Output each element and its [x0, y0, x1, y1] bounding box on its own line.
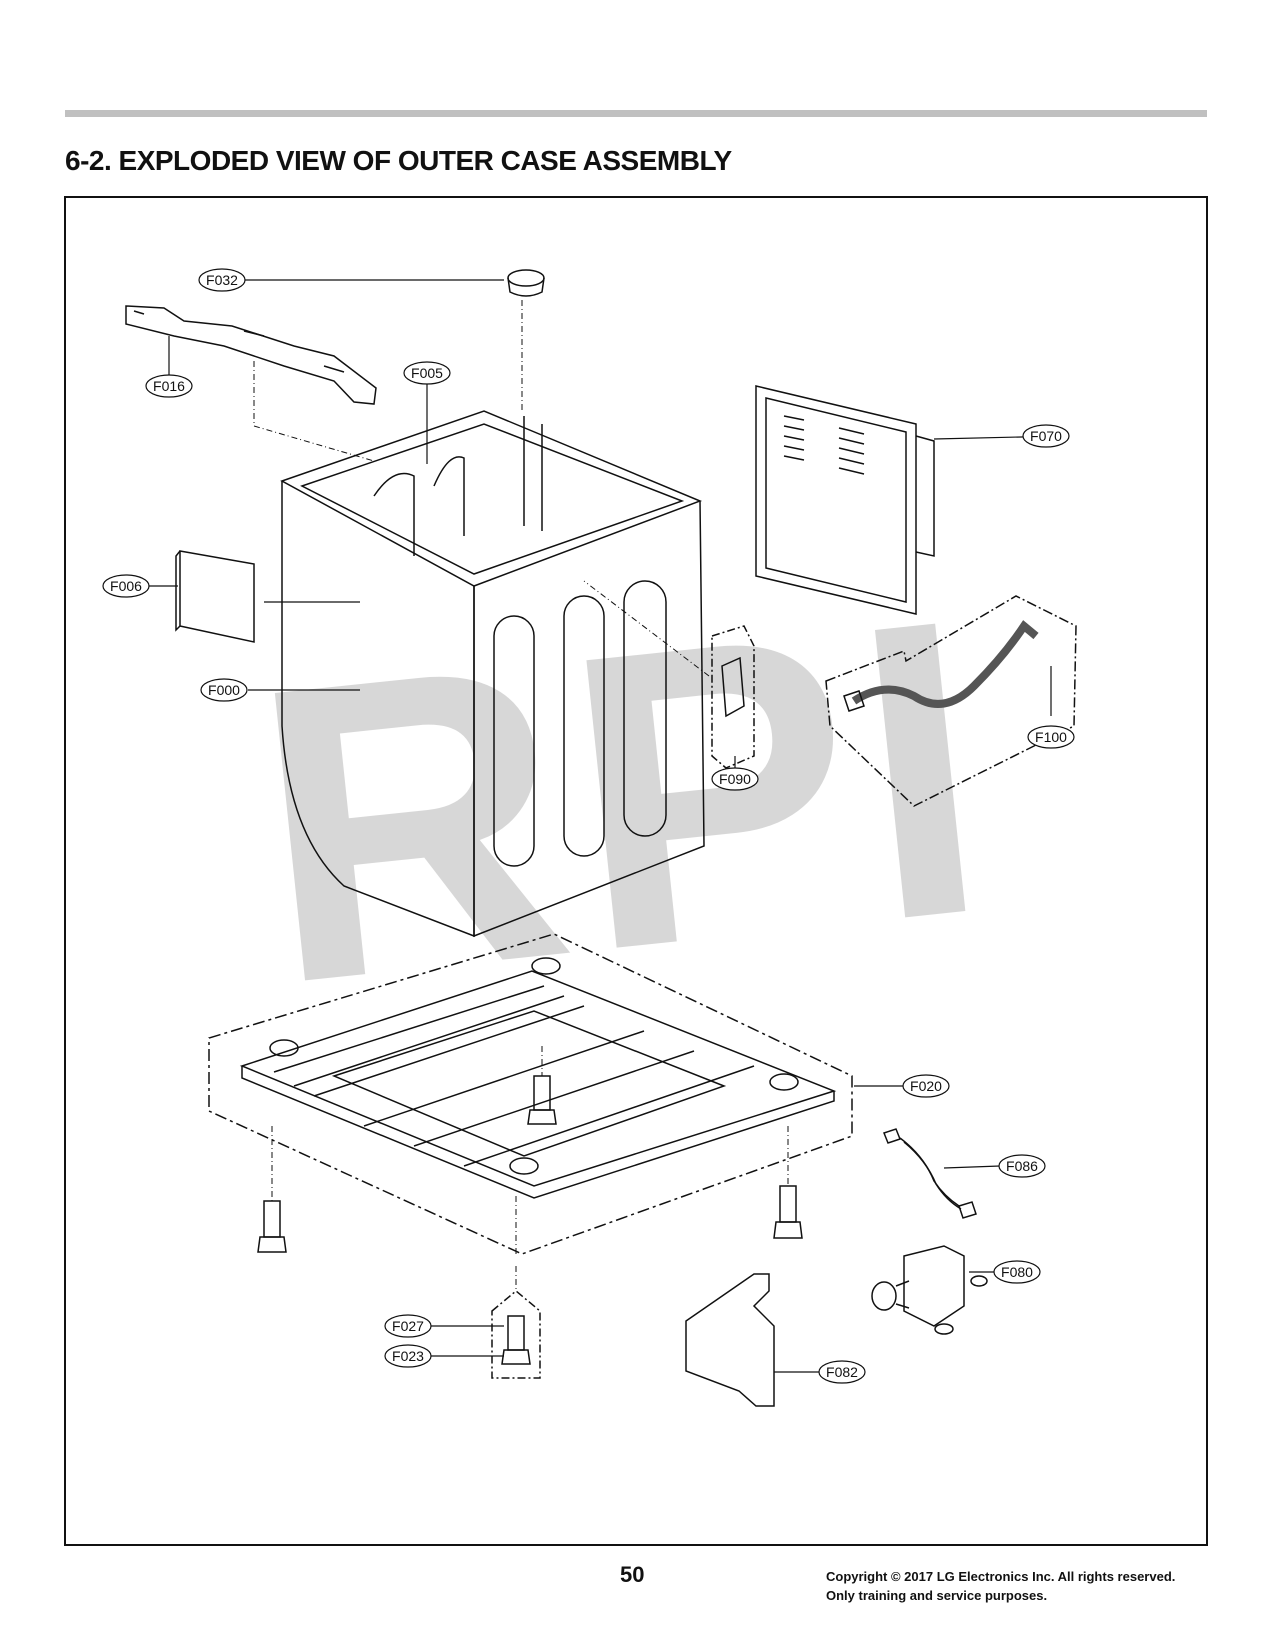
pump-part [871, 1245, 988, 1335]
copyright-line-2: Only training and service purposes. [826, 1588, 1048, 1603]
callout-f070-text: F070 [1030, 428, 1062, 444]
callout-f005-text: F005 [411, 365, 443, 381]
base-part [208, 933, 853, 1255]
callout-f005: F005 [403, 361, 451, 385]
callout-f023-text: F023 [392, 1348, 424, 1364]
callout-f032: F032 [198, 268, 246, 292]
cover-plate-part [685, 1273, 775, 1407]
callout-f006-text: F006 [110, 578, 142, 594]
callout-f070: F070 [1022, 424, 1070, 448]
leg-detail-part [491, 1290, 541, 1379]
filter-part [175, 550, 255, 643]
copyright-notice: Copyright © 2017 LG Electronics Inc. All… [826, 1567, 1175, 1605]
copyright-line-1: Copyright © 2017 LG Electronics Inc. All… [826, 1569, 1176, 1584]
cabinet-part [280, 410, 705, 938]
hose-part [825, 595, 1077, 807]
top-rule [65, 110, 1207, 117]
callout-f027-text: F027 [392, 1318, 424, 1334]
callout-f100-text: F100 [1035, 729, 1067, 745]
callout-f027: F027 [384, 1314, 432, 1338]
callout-f020-text: F020 [910, 1078, 942, 1094]
callout-f000: F000 [200, 678, 248, 702]
page-title: 6-2. EXPLODED VIEW OF OUTER CASE ASSEMBL… [65, 145, 732, 176]
diagram-frame [64, 196, 1208, 1546]
callout-f082-text: F082 [826, 1364, 858, 1380]
callout-f082: F082 [818, 1360, 866, 1384]
exploded-view-diagram: F032 F016 F005 F070 F006 F000 F090 F100 … [102, 268, 1077, 1407]
callout-f090-text: F090 [719, 771, 751, 787]
callout-f086: F086 [998, 1154, 1046, 1178]
callout-f100: F100 [1027, 725, 1075, 749]
callout-f086-text: F086 [1006, 1158, 1038, 1174]
top-bracket-part [125, 305, 377, 462]
leveling-legs [257, 1046, 803, 1291]
switch-part [583, 580, 755, 769]
callout-f006: F006 [102, 574, 150, 598]
page-number: 50 [620, 1562, 645, 1587]
rear-panel-part [755, 385, 935, 615]
callout-f080: F080 [993, 1260, 1041, 1284]
clamp-part [507, 269, 545, 411]
callout-f023: F023 [384, 1344, 432, 1368]
callout-f090: F090 [711, 767, 759, 791]
callout-f020: F020 [902, 1074, 950, 1098]
callout-f016: F016 [145, 374, 193, 398]
callout-f032-text: F032 [206, 272, 238, 288]
leader-lines [148, 279, 1065, 1373]
callout-f000-text: F000 [208, 682, 240, 698]
harness-part [883, 1128, 977, 1219]
callout-f016-text: F016 [153, 378, 185, 394]
callout-f080-text: F080 [1001, 1264, 1033, 1280]
